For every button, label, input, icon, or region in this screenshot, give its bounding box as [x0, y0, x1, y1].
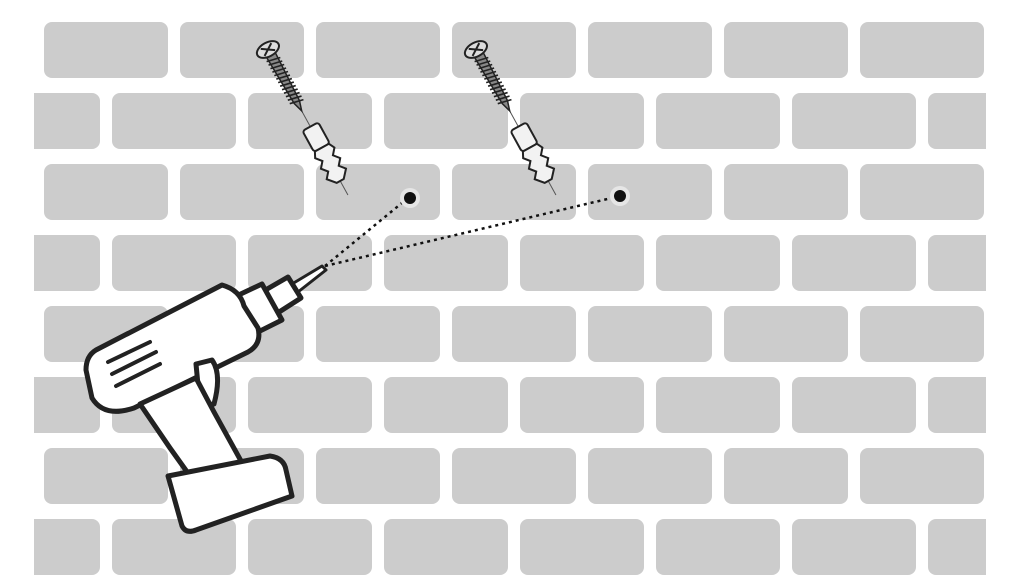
wood-screw-icon — [463, 40, 512, 114]
brick — [180, 22, 304, 78]
brick — [724, 164, 848, 220]
brick — [248, 93, 372, 149]
brick — [520, 235, 644, 291]
brick — [316, 22, 440, 78]
brick — [860, 448, 984, 504]
brick — [44, 22, 168, 78]
drill-hole-icon — [400, 188, 420, 208]
brick — [996, 22, 1024, 78]
brick — [384, 519, 508, 575]
brick — [384, 377, 508, 433]
fastener-right — [463, 40, 557, 196]
wall-plug-icon — [510, 122, 556, 184]
brick — [860, 306, 984, 362]
drill-vent — [114, 362, 162, 388]
brick — [996, 164, 1024, 220]
brick — [520, 93, 644, 149]
brick — [656, 235, 780, 291]
brick — [588, 164, 712, 220]
brick — [928, 235, 986, 291]
brick — [248, 235, 372, 291]
brick — [180, 164, 304, 220]
brick — [588, 448, 712, 504]
brick — [34, 377, 100, 433]
brick — [112, 519, 236, 575]
brick — [792, 235, 916, 291]
brick — [34, 93, 100, 149]
brick — [520, 377, 644, 433]
brick — [792, 93, 916, 149]
brick — [588, 22, 712, 78]
brick — [34, 519, 100, 575]
brick — [248, 377, 372, 433]
drill-battery — [165, 453, 295, 534]
brick — [996, 448, 1024, 504]
brick — [452, 448, 576, 504]
guide-line-right — [324, 194, 621, 268]
brick — [316, 448, 440, 504]
brick — [928, 377, 986, 433]
brick — [520, 519, 644, 575]
brick — [452, 306, 576, 362]
brick — [44, 164, 168, 220]
brick — [112, 93, 236, 149]
brick — [724, 448, 848, 504]
wood-screw-icon — [255, 40, 304, 114]
brick — [316, 306, 440, 362]
brick — [34, 235, 100, 291]
brick — [656, 93, 780, 149]
brick — [724, 306, 848, 362]
brick — [656, 519, 780, 575]
brick — [792, 519, 916, 575]
brick — [44, 448, 168, 504]
brick — [792, 377, 916, 433]
drill-hole-icon — [610, 186, 630, 206]
brick — [860, 22, 984, 78]
brick — [248, 519, 372, 575]
brick-wall — [34, 22, 1024, 575]
fastener-left — [255, 40, 349, 196]
drill-vent — [106, 340, 152, 364]
brick — [384, 93, 508, 149]
brick — [928, 519, 986, 575]
brick — [656, 377, 780, 433]
brick — [996, 306, 1024, 362]
brick — [724, 22, 848, 78]
brick — [860, 164, 984, 220]
drill-vent — [110, 350, 158, 376]
drill-guide-lines — [324, 194, 621, 268]
brick — [112, 235, 236, 291]
brick — [384, 235, 508, 291]
brick — [588, 306, 712, 362]
power-drill-icon — [83, 264, 328, 534]
wall-plug-icon — [302, 122, 348, 184]
brick — [928, 93, 986, 149]
